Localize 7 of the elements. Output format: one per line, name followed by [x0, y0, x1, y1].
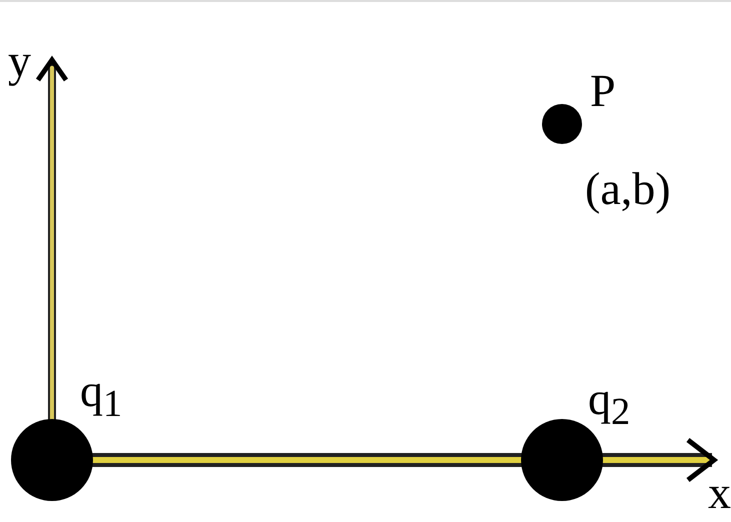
point-label: q$_{2}$	[588, 376, 630, 432]
coordinate-label: (a,b)	[585, 166, 671, 212]
axis-label: y	[8, 38, 31, 84]
point-label: q$_{1}$	[80, 368, 122, 424]
axis-label: x	[708, 470, 731, 516]
point-charge-dot	[542, 104, 582, 144]
point-label: P	[590, 68, 616, 114]
